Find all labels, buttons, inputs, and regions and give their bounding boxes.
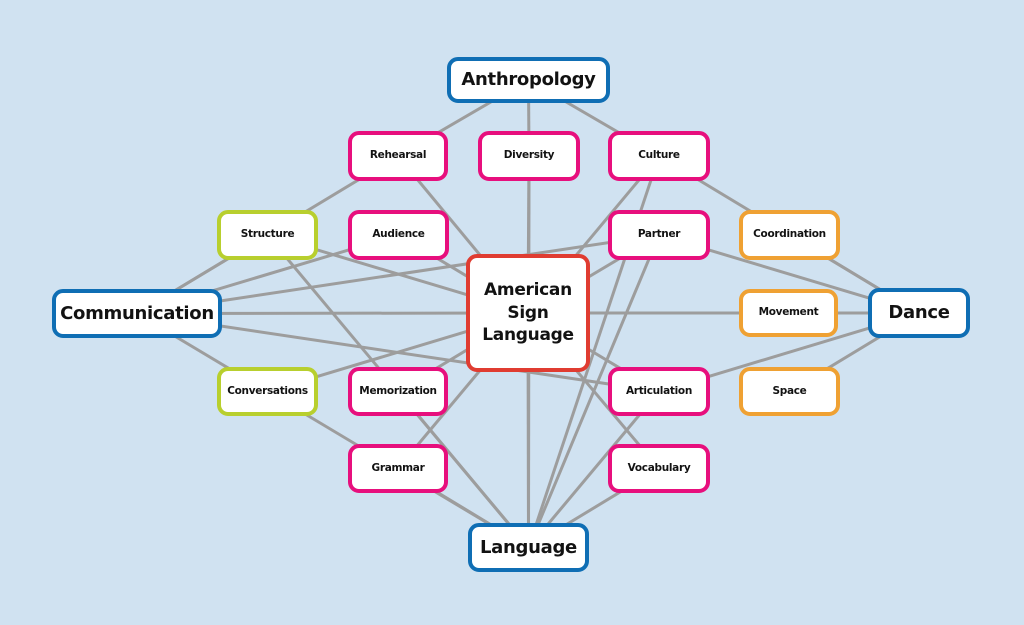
edge-communication-partner [136,233,660,315]
node-communication[interactable]: Communication [52,289,222,338]
node-memorization[interactable]: Memorization [348,367,448,416]
node-conversations[interactable]: Conversations [217,367,318,416]
node-diversity[interactable]: Diversity [478,131,580,181]
node-movement[interactable]: Movement [739,289,838,337]
node-culture[interactable]: Culture [608,131,710,181]
edge-language-partner [527,234,661,549]
edge-communication-articulation [136,312,660,393]
node-articulation[interactable]: Articulation [608,367,710,416]
node-structure[interactable]: Structure [217,210,318,260]
node-audience[interactable]: Audience [348,210,449,260]
node-partner[interactable]: Partner [608,210,710,260]
node-coordination[interactable]: Coordination [739,210,840,260]
node-space[interactable]: Space [739,367,840,416]
edge-language-articulation [527,390,661,549]
node-vocabulary[interactable]: Vocabulary [608,444,710,493]
node-anthropology[interactable]: Anthropology [447,57,610,103]
node-grammar[interactable]: Grammar [348,444,448,493]
node-dance[interactable]: Dance [868,288,970,338]
node-language[interactable]: Language [468,523,589,572]
node-rehearsal[interactable]: Rehearsal [348,131,448,181]
node-asl[interactable]: American Sign Language [466,254,590,372]
